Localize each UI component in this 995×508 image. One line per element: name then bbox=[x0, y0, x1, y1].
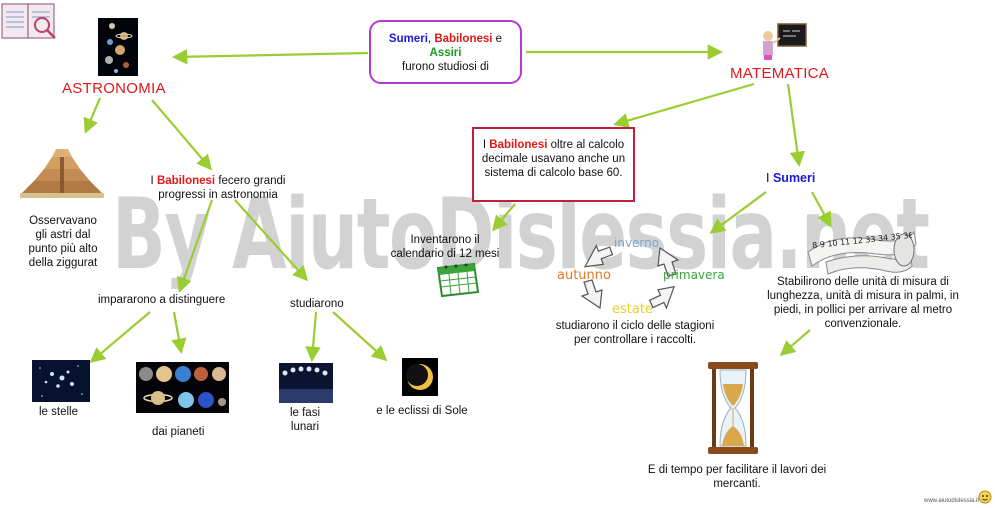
pianeti-text: dai pianeti bbox=[152, 426, 205, 438]
ziggurat-text: Osservavano gli astri dal punto più alto… bbox=[28, 215, 98, 269]
arrow-impararono-stelle bbox=[89, 311, 151, 363]
assiri-label: Assiri bbox=[429, 47, 462, 59]
footer-url: www.aiutodislessia.it bbox=[924, 498, 980, 504]
babilonesi-rest: fecero grandi progressi in astronomia bbox=[158, 175, 286, 201]
solar-system-image bbox=[98, 18, 138, 76]
stelle-text: le stelle bbox=[39, 406, 78, 418]
fasi-text: le fasi lunari bbox=[289, 407, 321, 433]
book-logo-icon bbox=[0, 0, 58, 42]
impararono-text: impararono a distinguere bbox=[98, 294, 226, 306]
arrow-babilonesi-impararono bbox=[176, 199, 214, 293]
article-i: I bbox=[150, 175, 154, 187]
center-line-1: Sumeri, Babilonesi e bbox=[371, 32, 520, 46]
base60-text: oltre al calcolo decimale usavano anche … bbox=[481, 139, 626, 179]
arrow-box-calendario bbox=[492, 203, 516, 232]
arrow-center-astronomia bbox=[171, 49, 369, 65]
ziggurat-image bbox=[20, 141, 104, 199]
sumeri-label: Sumeri bbox=[388, 33, 428, 45]
arrow-studiarono-eclissi bbox=[332, 311, 388, 362]
comma: , bbox=[427, 33, 432, 45]
studiarono-text: studiarono bbox=[290, 298, 344, 310]
article-i: I bbox=[482, 139, 487, 151]
sumeri-word: Sumeri bbox=[772, 171, 816, 185]
arrow-impararono-pianeti bbox=[171, 311, 187, 355]
eclissi-text: e le eclissi di Sole bbox=[376, 405, 468, 417]
season-primavera: primavera bbox=[663, 268, 725, 282]
calendario-text: Inventarono il calendario di 12 mesi bbox=[390, 234, 500, 260]
moon-phases-image bbox=[279, 363, 333, 403]
matematica-title: MATEMATICA bbox=[730, 65, 830, 82]
arrow-sumeri-stagioni bbox=[709, 191, 767, 234]
babilonesi-progress-text: I Babilonesi fecero grandi progressi in … bbox=[142, 174, 294, 202]
arrow-studiarono-fasi bbox=[305, 311, 321, 363]
misure-text: Stabilirono delle unità di misura di lun… bbox=[767, 276, 959, 330]
mascot-icon bbox=[978, 490, 992, 504]
arrow-babilonesi-studiarono bbox=[234, 199, 309, 282]
babilonesi-word: Babilonesi bbox=[156, 175, 216, 187]
arrow-matematica-box bbox=[613, 82, 755, 128]
season-autunno: autunno bbox=[557, 268, 611, 283]
planets-image bbox=[136, 362, 229, 413]
arrow-matematica-sumeri bbox=[786, 83, 805, 168]
season-inverno: inverno bbox=[614, 236, 660, 250]
center-line-2: furono studiosi di bbox=[402, 61, 489, 73]
and-label: e bbox=[495, 33, 503, 45]
babilonesi-word: Babilonesi bbox=[489, 139, 548, 151]
arrow-sumeri-misure bbox=[811, 191, 832, 228]
stagioni-text: studiarono il ciclo delle stagioni per c… bbox=[555, 320, 715, 346]
teacher-blackboard-icon bbox=[756, 22, 808, 62]
arrow-astronomia-ziggurat bbox=[83, 97, 102, 134]
center-topic-box: Sumeri, Babilonesi e Assiri furono studi… bbox=[369, 20, 522, 84]
sumeri-heading: I Sumeri bbox=[766, 171, 815, 185]
astronomia-title: ASTRONOMIA bbox=[62, 80, 166, 97]
babilonesi-label: Babilonesi bbox=[434, 33, 493, 45]
calendar-icon bbox=[434, 262, 480, 298]
hourglass-icon bbox=[706, 360, 760, 456]
stars-image bbox=[32, 360, 90, 402]
article-i: I bbox=[766, 171, 770, 185]
babilonesi-base60-box: I Babilonesi oltre al calcolo decimale u… bbox=[472, 127, 635, 202]
measuring-tape-image: 8 9 10 11 12 33 34 35 36 37 38 39 40 41 … bbox=[806, 222, 918, 276]
tempo-text: E di tempo per facilitare il lavori dei … bbox=[647, 464, 827, 490]
season-estate: estate bbox=[612, 302, 653, 317]
arrow-misure-tempo bbox=[779, 329, 811, 357]
arrow-astronomia-babilonesi bbox=[151, 99, 212, 171]
seasons-cycle bbox=[560, 232, 700, 322]
eclipse-image bbox=[402, 358, 438, 396]
